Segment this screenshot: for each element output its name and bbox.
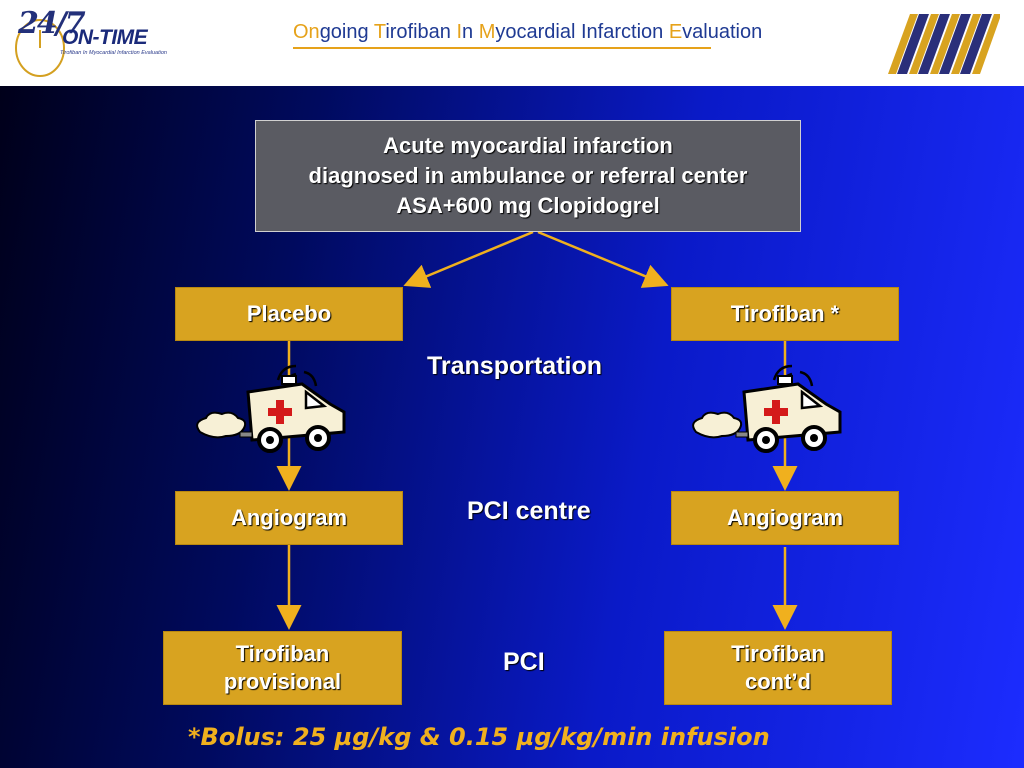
tirofiban-provisional-box: Tirofiban provisional bbox=[163, 631, 402, 705]
ambulance-icon bbox=[692, 364, 842, 453]
placebo-box: Placebo bbox=[175, 287, 403, 341]
logo-subtitle: Tirofiban In Myocardial Infarction Evalu… bbox=[60, 50, 167, 56]
arrow-to-tirofiban bbox=[537, 230, 669, 288]
header-title: Ongoing Tirofiban In Myocardial Infarcti… bbox=[293, 21, 762, 44]
angiogram-box-left: Angiogram bbox=[175, 491, 403, 545]
title-word: n bbox=[462, 21, 479, 43]
angiogram-label-right: Angiogram bbox=[726, 505, 844, 530]
arrow-to-placebo bbox=[403, 230, 534, 288]
diagnosis-line-3: ASA+600 mg Clopidogrel bbox=[396, 193, 660, 218]
title-underline bbox=[293, 47, 711, 49]
diagnosis-box: Acute myocardial infarction diagnosed in… bbox=[255, 120, 801, 232]
angiogram-label-left: Angiogram bbox=[230, 505, 348, 530]
on-time-logo: 24/7 ON-TIME Tirofiban In Myocardial Inf… bbox=[10, 6, 167, 82]
contd-line-2: cont’d bbox=[745, 669, 811, 694]
tirofiban-box: Tirofiban * bbox=[671, 287, 899, 341]
contd-line-1: Tirofiban bbox=[731, 641, 825, 666]
diagnosis-line-2: diagnosed in ambulance or referral cente… bbox=[308, 163, 748, 188]
title-word: yocardial Infarction bbox=[495, 21, 669, 43]
diagnosis-line-1: Acute myocardial infarction bbox=[383, 133, 673, 158]
title-initial: M bbox=[478, 21, 496, 43]
angiogram-box-right: Angiogram bbox=[671, 491, 899, 545]
title-initial: On bbox=[293, 21, 320, 43]
stage-pci-centre: PCI centre bbox=[467, 497, 591, 525]
tirofiban-label: Tirofiban * bbox=[730, 301, 840, 326]
bolus-footnote: *Bolus: 25 µg/kg & 0.15 µg/kg/min infusi… bbox=[188, 723, 770, 751]
logo-name: ON-TIME bbox=[62, 26, 148, 49]
title-initial: I bbox=[456, 21, 463, 43]
title-word: going bbox=[319, 21, 374, 43]
provisional-line-2: provisional bbox=[223, 669, 342, 694]
stripes-decoration bbox=[888, 14, 1000, 74]
ambulance-icon bbox=[196, 364, 346, 453]
title-word: valuation bbox=[682, 21, 763, 43]
header-bar: 24/7 ON-TIME Tirofiban In Myocardial Inf… bbox=[0, 0, 1024, 86]
tirofiban-contd-box: Tirofiban cont’d bbox=[664, 631, 892, 705]
placebo-label: Placebo bbox=[246, 301, 332, 326]
logo-247-text: 24/7 bbox=[18, 6, 86, 41]
title-initial: T bbox=[373, 21, 386, 43]
stage-pci: PCI bbox=[503, 648, 545, 676]
title-initial: E bbox=[668, 21, 683, 43]
clock-icon bbox=[15, 19, 65, 77]
title-word: irofiban bbox=[385, 21, 457, 43]
stage-transportation: Transportation bbox=[427, 352, 603, 380]
provisional-line-1: Tirofiban bbox=[235, 641, 330, 666]
